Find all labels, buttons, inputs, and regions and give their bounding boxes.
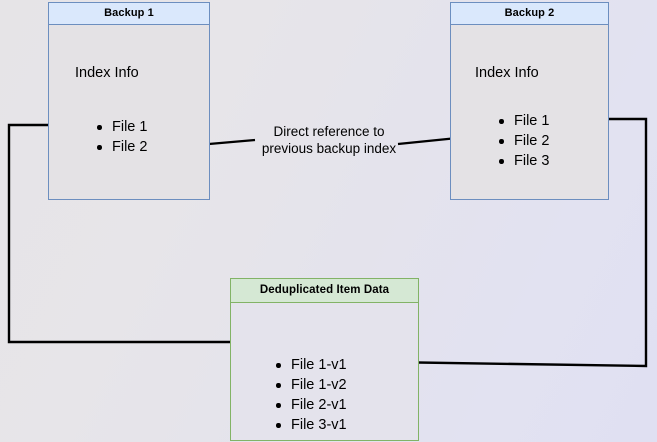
- node-backup-2-header: Backup 2: [451, 3, 608, 25]
- node-backup-2-body: Index Info File 1 File 2 File 3: [451, 25, 608, 199]
- backup-1-index-info-label: Index Info: [75, 65, 139, 81]
- backup-2-index-info-label: Index Info: [475, 65, 539, 81]
- node-backup-1[interactable]: Backup 1 Index Info File 1 File 2: [48, 2, 210, 200]
- list-item[interactable]: File 3: [496, 151, 549, 171]
- node-deduplicated-item-data[interactable]: Deduplicated Item Data File 1-v1 File 1-…: [230, 278, 419, 441]
- node-dedup-header: Deduplicated Item Data: [231, 279, 418, 303]
- list-item[interactable]: File 1-v1: [273, 355, 347, 375]
- list-item[interactable]: File 2: [496, 131, 549, 151]
- list-item[interactable]: File 1-v2: [273, 375, 347, 395]
- list-item[interactable]: File 1: [496, 111, 549, 131]
- backup-1-file-list: File 1 File 2: [94, 117, 147, 157]
- node-backup-2[interactable]: Backup 2 Index Info File 1 File 2 File 3: [450, 2, 609, 200]
- list-item[interactable]: File 2-v1: [273, 395, 347, 415]
- node-backup-1-body: Index Info File 1 File 2: [49, 25, 209, 199]
- dedup-file-list: File 1-v1 File 1-v2 File 2-v1 File 3-v1: [273, 355, 347, 435]
- list-item[interactable]: File 2: [94, 137, 147, 157]
- node-backup-1-header: Backup 1: [49, 3, 209, 25]
- node-dedup-body: File 1-v1 File 1-v2 File 2-v1 File 3-v1: [231, 303, 418, 440]
- backup-2-file-list: File 1 File 2 File 3: [496, 111, 549, 171]
- list-item[interactable]: File 1: [94, 117, 147, 137]
- edge-label-direct-reference: Direct reference to previous backup inde…: [261, 124, 397, 156]
- list-item[interactable]: File 3-v1: [273, 415, 347, 435]
